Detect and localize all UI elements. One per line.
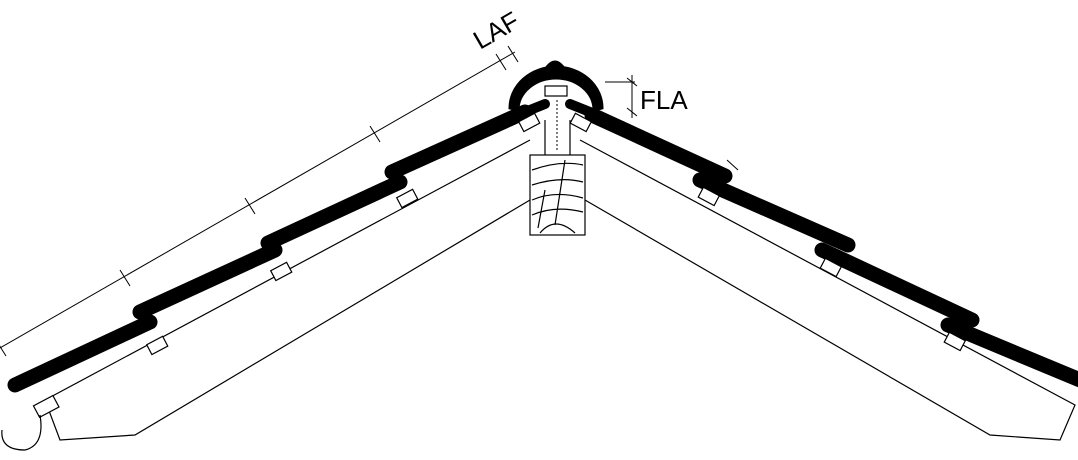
right-tiles <box>565 99 1078 388</box>
fla-label: FLA <box>640 85 688 115</box>
ridge-beam <box>529 100 586 236</box>
left-rafter <box>44 139 531 441</box>
fla-dimension <box>605 75 638 118</box>
right-rafter <box>579 139 1076 441</box>
laf-dimension <box>0 45 519 357</box>
ridge-cap <box>508 60 604 112</box>
gutter-bracket <box>1 414 42 451</box>
fla-tick <box>726 159 739 171</box>
laf-label: LAF <box>468 5 524 55</box>
left-tiles <box>7 99 550 393</box>
battens <box>32 85 967 419</box>
